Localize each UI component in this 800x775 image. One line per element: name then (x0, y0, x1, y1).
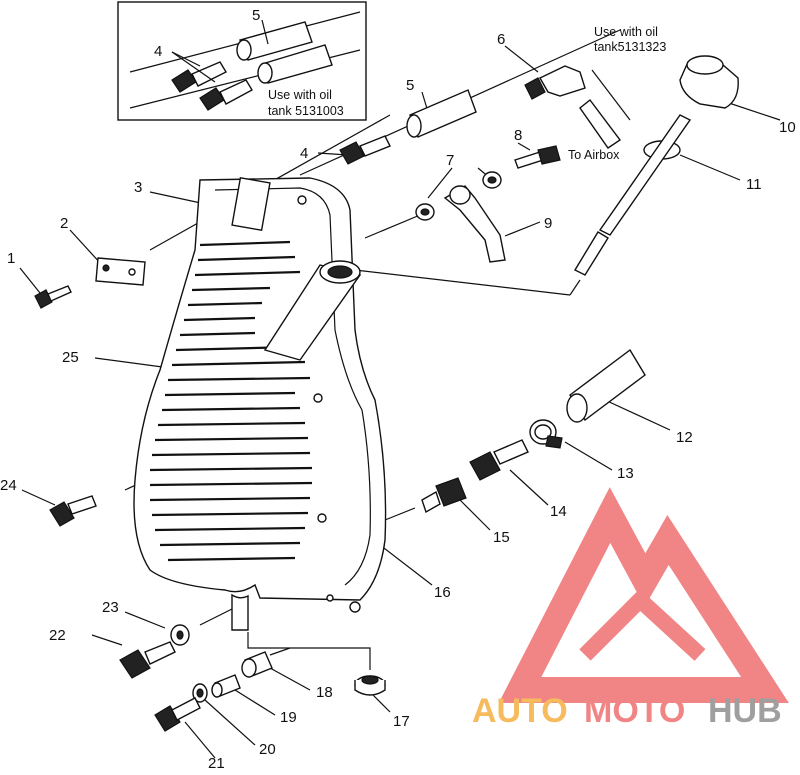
part-12-hose (566, 348, 646, 423)
callout-7: 7 (446, 152, 454, 169)
part-17-grommet (354, 675, 386, 696)
part-15-fitting (421, 477, 467, 514)
inset-hose-5 (236, 21, 333, 84)
inset-box: 5 4 Use with oil tank 5131003 (117, 1, 367, 121)
callout-11: 11 (746, 176, 762, 193)
callout-9: 9 (544, 215, 552, 232)
callout-4: 4 (300, 145, 308, 162)
part-14-fitting (469, 439, 529, 481)
callout-16: 16 (434, 584, 451, 601)
watermark-text-2: MOTO (584, 692, 685, 730)
callout-3: 3 (134, 179, 142, 196)
inset-note-line1: Use with oil (268, 88, 332, 102)
callout-4-inset: 4 (154, 43, 162, 60)
part-8-bolt (514, 145, 561, 169)
part-23-washer (170, 624, 190, 646)
note-top-line1: Use with oil (594, 25, 658, 39)
part-13-clamp (529, 419, 563, 449)
callout-13: 13 (617, 465, 634, 482)
callout-18: 18 (316, 684, 333, 701)
dipstick (574, 114, 692, 276)
part-21-bolt (154, 697, 201, 732)
part-22-bolt (119, 641, 176, 679)
callout-23: 23 (102, 599, 119, 616)
callout-14: 14 (550, 503, 567, 520)
part-1-screw (34, 285, 72, 309)
part-19-spacer (211, 674, 241, 698)
callout-5-inset: 5 (252, 7, 260, 24)
callout-6: 6 (497, 31, 505, 48)
watermark-text-3: HUB (708, 692, 782, 730)
callout-17: 17 (393, 713, 410, 730)
oil-tank (133, 176, 387, 631)
callout-19: 19 (280, 709, 297, 726)
note-top-line2: tank5131323 (594, 40, 666, 54)
part-20-washer (192, 683, 208, 703)
part-5-hose (406, 89, 477, 138)
callout-15: 15 (493, 529, 510, 546)
part-18-grommet (241, 651, 273, 678)
callout-10: 10 (779, 119, 796, 136)
note-airbox: To Airbox (568, 148, 620, 162)
watermark-logo: AUTO MOTO HUB (472, 487, 789, 730)
part-6-elbow (524, 65, 631, 149)
part-9-banjo (443, 185, 506, 263)
callout-5: 5 (406, 77, 414, 94)
part-7-washers (415, 171, 502, 221)
callout-1: 1 (7, 250, 15, 267)
inset-note-line2: tank 5131003 (268, 104, 344, 118)
callout-25: 25 (62, 349, 79, 366)
callout-22: 22 (49, 627, 66, 644)
callout-12: 12 (676, 429, 693, 446)
watermark-text-1: AUTO (472, 692, 568, 730)
callout-20: 20 (259, 741, 276, 758)
part-4-fitting (339, 135, 391, 165)
callout-24: 24 (0, 477, 17, 494)
tank-ribs (149, 240, 313, 562)
inset-fitting-4 (171, 61, 253, 111)
callout-2: 2 (60, 215, 68, 232)
callout-numbers: 1 2 3 4 5 6 7 8 9 10 11 12 13 14 15 16 1… (0, 31, 796, 772)
part-10-cap (679, 55, 739, 109)
part-24-bolt (49, 495, 97, 527)
part-2-plate (95, 257, 146, 286)
tank-filler-neck (263, 260, 362, 361)
callout-21: 21 (208, 755, 225, 770)
callout-8: 8 (514, 127, 522, 144)
